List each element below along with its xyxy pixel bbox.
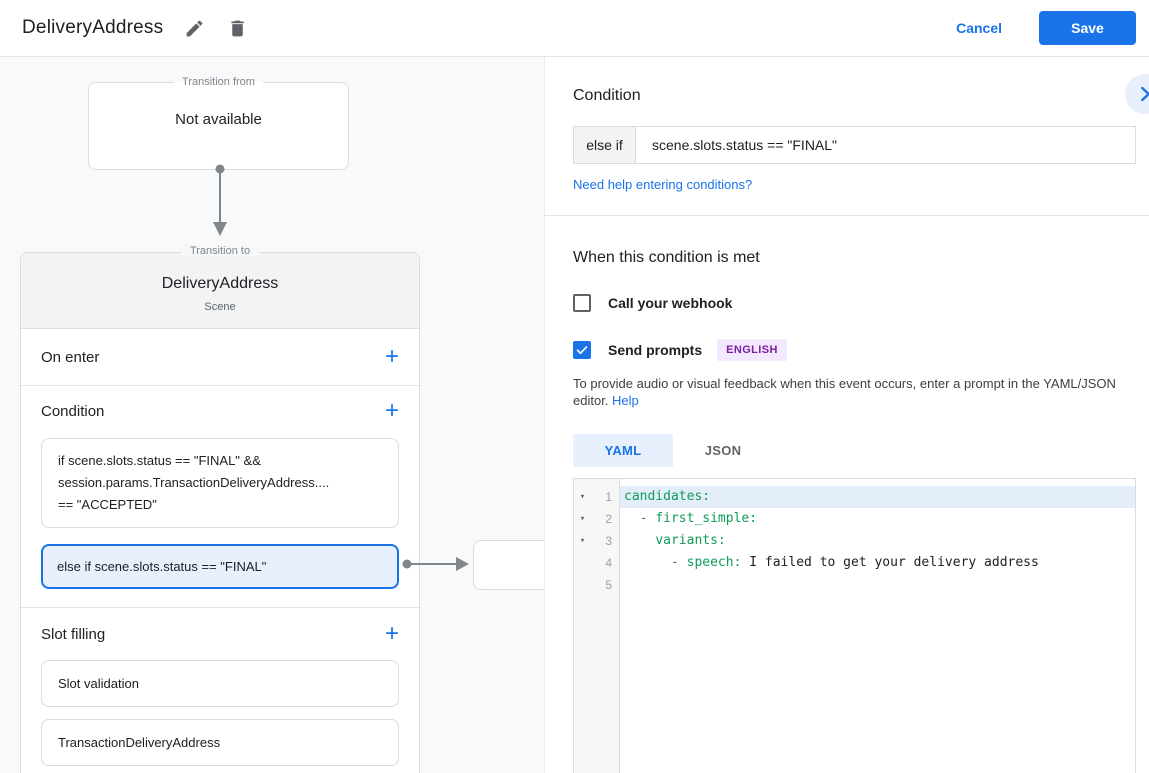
code-line: - first_simple: <box>624 511 758 526</box>
scene-name: DeliveryAddress <box>161 275 279 292</box>
condition-label: Condition <box>41 402 105 420</box>
slot-filling-label: Slot filling <box>41 625 106 643</box>
on-enter-section: On enter + <box>21 329 419 386</box>
condition-item[interactable]: if scene.slots.status == "FINAL" && sess… <box>41 438 399 528</box>
transition-arrow-down <box>213 164 227 236</box>
line-number: 1 <box>605 490 612 504</box>
checkmark-icon <box>576 346 588 355</box>
prompt-description: To provide audio or visual feedback when… <box>573 375 1129 409</box>
collapse-panel-button[interactable] <box>1125 74 1149 114</box>
send-prompts-row: Send prompts ENGLISH <box>573 339 1136 361</box>
on-enter-label: On enter <box>41 348 100 366</box>
add-condition-button[interactable]: + <box>384 397 399 424</box>
fold-arrow-icon[interactable]: ▾ <box>579 536 586 546</box>
line-number: 4 <box>605 556 612 570</box>
condition-text-line: == "ACCEPTED" <box>58 497 157 512</box>
webhook-row: Call your webhook <box>573 294 1136 312</box>
transition-target-node[interactable] <box>473 540 544 590</box>
tab-yaml[interactable]: YAML <box>573 434 673 467</box>
add-slot-button[interactable]: + <box>384 620 399 647</box>
save-button[interactable]: Save <box>1039 11 1136 45</box>
page-title: DeliveryAddress <box>22 17 164 38</box>
condition-text-line: if scene.slots.status == "FINAL" && <box>58 453 261 468</box>
line-number: 2 <box>605 512 612 526</box>
condition-help-link[interactable]: Need help entering conditions? <box>573 177 753 192</box>
prompt-description-text: To provide audio or visual feedback when… <box>573 376 1116 408</box>
cancel-button[interactable]: Cancel <box>956 20 1002 36</box>
condition-editor-panel: Condition else if scene.slots.status == … <box>545 57 1149 773</box>
scene-type-label: Scene <box>204 301 236 313</box>
gutter-row: ▾3 <box>574 530 619 552</box>
gutter-row: ▾1 <box>574 486 619 508</box>
condition-expression-field: else if scene.slots.status == "FINAL" <box>573 126 1136 164</box>
condition-expression-input[interactable]: scene.slots.status == "FINAL" <box>652 137 838 153</box>
section-divider <box>545 215 1149 216</box>
editor-code-area[interactable]: candidates: - first_simple: variants: - … <box>620 479 1135 773</box>
fold-arrow-icon[interactable]: ▾ <box>579 492 586 502</box>
call-webhook-checkbox[interactable] <box>573 294 591 312</box>
chevron-right-icon <box>1141 86 1149 102</box>
slot-filling-section: Slot filling + Slot validation Transacti… <box>21 608 419 766</box>
delete-scene-button[interactable] <box>225 16 249 40</box>
help-link[interactable]: Help <box>612 393 639 408</box>
add-on-enter-button[interactable]: + <box>384 343 399 370</box>
slot-validation-item[interactable]: Slot validation <box>41 660 399 707</box>
condition-section: Condition + if scene.slots.status == "FI… <box>21 386 419 608</box>
code-line: - speech: I failed to get your delivery … <box>624 555 1039 570</box>
when-condition-met-title: When this condition is met <box>573 249 760 266</box>
transition-to-label: Transition to <box>180 245 260 257</box>
scene-card: Transition to DeliveryAddress Scene On e… <box>20 245 420 773</box>
language-badge: ENGLISH <box>717 339 787 361</box>
tab-json[interactable]: JSON <box>673 434 773 467</box>
transition-from-box: Transition from Not available <box>88 76 349 170</box>
condition-text-line: session.params.TransactionDeliveryAddres… <box>58 475 330 490</box>
slot-item[interactable]: TransactionDeliveryAddress <box>41 719 399 766</box>
gutter-row: 4 <box>574 552 619 574</box>
line-number: 5 <box>605 578 612 592</box>
code-line <box>620 574 1135 596</box>
top-bar: DeliveryAddress Cancel Save <box>0 0 1149 57</box>
transition-from-value: Not available <box>175 110 262 128</box>
trash-icon <box>231 20 244 36</box>
condition-text-line: else if scene.slots.status == "FINAL" <box>57 559 267 574</box>
pencil-icon <box>186 20 203 36</box>
condition-section-header: Condition + <box>21 386 419 436</box>
condition-item-selected[interactable]: else if scene.slots.status == "FINAL" <box>41 544 399 589</box>
scene-diagram-canvas: Transition from Not available Transition… <box>0 57 545 773</box>
editor-format-tabs: YAML JSON <box>573 434 1136 467</box>
gutter-row: ▾2 <box>574 508 619 530</box>
line-number: 3 <box>605 534 612 548</box>
condition-prefix-label: else if <box>574 127 636 163</box>
code-line: variants: <box>655 533 726 548</box>
call-webhook-label: Call your webhook <box>608 295 733 311</box>
scene-card-header: DeliveryAddress Scene <box>21 253 419 329</box>
transition-from-label: Transition from <box>182 76 255 88</box>
fold-arrow-icon[interactable]: ▾ <box>579 514 586 524</box>
send-prompts-checkbox[interactable] <box>573 341 591 359</box>
gutter-row: 5 <box>574 574 619 596</box>
send-prompts-label: Send prompts <box>608 342 703 358</box>
slot-filling-header: Slot filling + <box>21 608 419 660</box>
condition-transition-arrow <box>402 557 469 571</box>
edit-title-button[interactable] <box>182 16 206 40</box>
panel-title: Condition <box>573 87 641 104</box>
code-line: candidates: <box>620 486 1135 508</box>
